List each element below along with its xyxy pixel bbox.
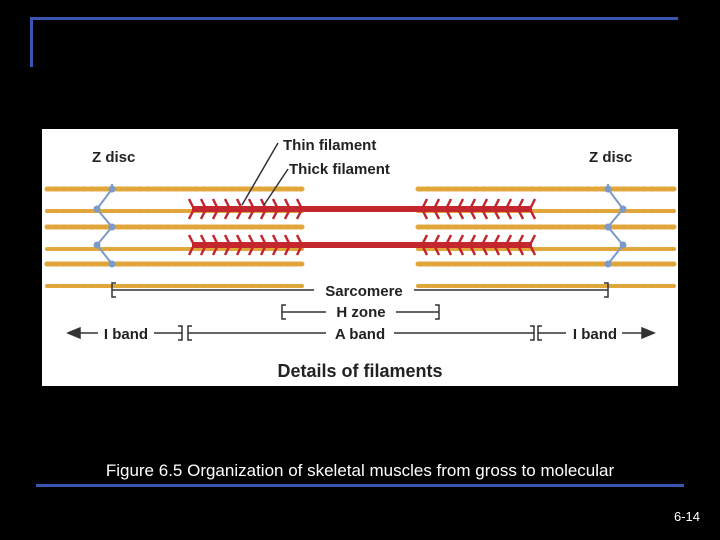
myosin-head	[187, 234, 196, 256]
myosin-head	[528, 234, 537, 256]
myosin-head	[468, 198, 477, 220]
a-band-label: A band	[335, 326, 385, 343]
bottom-rule	[36, 484, 684, 487]
a-band-bracket	[187, 325, 535, 341]
myosin-head	[223, 198, 232, 220]
myosin-head	[432, 198, 441, 220]
sarcomere-diagram: Z disc Z disc Thin filament Thick filame…	[44, 137, 677, 381]
myosin-head	[187, 198, 196, 220]
i-band-right-arrow	[537, 325, 656, 341]
myosin-head	[295, 198, 304, 220]
myosin-head	[247, 198, 256, 220]
myosin-head	[516, 234, 525, 256]
thin-filament-label: Thin filament	[283, 137, 376, 154]
myosin-head	[444, 198, 453, 220]
z-disc-left-label: Z disc	[92, 149, 135, 166]
myosin-head	[199, 198, 208, 220]
myosin-head	[528, 198, 537, 220]
myosin-head	[223, 234, 232, 256]
thick-filament-label: Thick filament	[289, 161, 390, 178]
filament-layer	[44, 185, 677, 288]
myosin-head	[456, 234, 465, 256]
myosin-head	[420, 234, 429, 256]
z-disc-right-shape	[606, 184, 625, 265]
myosin-head	[235, 234, 244, 256]
myosin-head	[492, 234, 501, 256]
i-band-left-arrow	[66, 325, 183, 341]
thin-filament-pointer	[241, 142, 279, 206]
myosin-head	[247, 234, 256, 256]
sarcomere-label: Sarcomere	[325, 283, 403, 300]
myosin-head	[259, 234, 268, 256]
myosin-head	[259, 198, 268, 220]
myosin-head	[492, 198, 501, 220]
h-zone-label: H zone	[336, 304, 385, 321]
slide-number: 6-14	[673, 509, 700, 524]
myosin-head	[480, 198, 489, 220]
figure-caption: Figure 6.5 Organization of skeletal musc…	[105, 461, 615, 480]
myosin-head	[456, 198, 465, 220]
myosin-head	[235, 198, 244, 220]
myosin-head	[283, 198, 292, 220]
sarcomere-bracket	[111, 282, 609, 298]
z-disc-right-label: Z disc	[589, 149, 632, 166]
details-title: Details of filaments	[277, 361, 442, 381]
z-disc-left-shape	[95, 184, 114, 265]
myosin-head	[468, 234, 477, 256]
top-rule-vertical	[30, 17, 33, 67]
myosin-head	[480, 234, 489, 256]
top-rule-horizontal	[30, 17, 678, 20]
myosin-head	[271, 234, 280, 256]
myosin-head	[283, 234, 292, 256]
h-zone-bracket	[281, 304, 440, 320]
sarcomere-figure: Z disc Z disc Thin filament Thick filame…	[42, 129, 678, 386]
i-band-left-label: I band	[104, 326, 148, 343]
myosin-head	[504, 198, 513, 220]
myosin-head	[211, 198, 220, 220]
myosin-head	[504, 234, 513, 256]
myosin-head	[444, 234, 453, 256]
myosin-head	[420, 198, 429, 220]
myosin-head	[271, 198, 280, 220]
myosin-head	[211, 234, 220, 256]
myosin-head	[199, 234, 208, 256]
myosin-head	[432, 234, 441, 256]
i-band-right-label: I band	[573, 326, 617, 343]
myosin-head	[516, 198, 525, 220]
thick-filament-pointer	[263, 168, 289, 206]
myosin-head	[295, 234, 304, 256]
